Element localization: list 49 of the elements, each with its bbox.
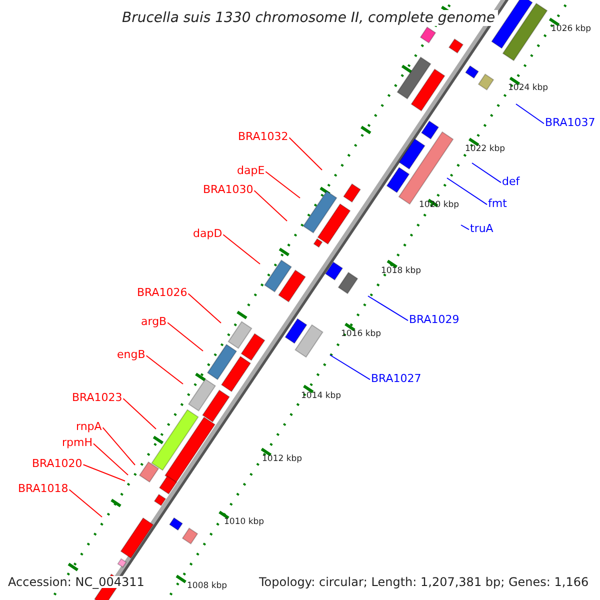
map-title: Brucella suis 1330 chromosome II, complete genome	[119, 10, 498, 26]
gene-label: truA	[470, 223, 494, 234]
scale-label: 1010 kbp	[224, 518, 264, 526]
leader-line	[167, 322, 204, 352]
scale-label: 1016 kbp	[341, 330, 382, 338]
gene-label: argB	[141, 316, 167, 327]
leader-line	[222, 234, 260, 264]
info-text: Topology: circular; Length: 1,207,381 bp; Genes: 1,166	[259, 576, 589, 588]
gene-label: BRA1026	[137, 287, 188, 298]
leader-line	[472, 162, 502, 184]
gene-label: BRA1032	[238, 131, 288, 142]
leader-line	[446, 178, 488, 206]
leader-line	[288, 137, 322, 170]
scale-label: 1024 kbp	[508, 84, 548, 92]
leader-line	[93, 443, 128, 476]
gene-label: dapD	[193, 228, 222, 239]
leader-line	[368, 296, 408, 322]
scale-label: 1008 kbp	[187, 582, 228, 590]
gene-label: dapE	[237, 165, 265, 176]
gene-label: BRA1029	[409, 314, 460, 325]
gene-label: BRA1027	[371, 373, 422, 384]
gene-label: BRA1018	[18, 483, 68, 494]
scale-label: 1026 kbp	[551, 25, 592, 34]
gene-label: rnpA	[76, 421, 102, 432]
leader-line	[330, 354, 370, 380]
gene-label: BRA1030	[203, 184, 254, 195]
leader-line	[460, 224, 470, 230]
scale-label: 1012 kbp	[262, 455, 302, 464]
gene-label: BRA1023	[72, 392, 122, 403]
leader-line	[82, 464, 126, 482]
leader-line	[188, 293, 222, 324]
gene-label: BRA1020	[32, 458, 82, 469]
leader-line	[122, 398, 156, 430]
scale-label: 1020 kbp	[419, 201, 460, 210]
scale-label: 1022 kbp	[465, 145, 506, 154]
leader-line	[265, 171, 300, 198]
leader-line	[146, 355, 184, 384]
leader-line	[254, 190, 288, 222]
info-text: Accession: NC_004311	[8, 576, 144, 588]
gene-label: BRA1037	[545, 117, 596, 128]
leader-line	[102, 427, 136, 466]
gene-label: def	[502, 176, 520, 187]
leader-line	[68, 489, 102, 518]
scale-label: 1018 kbp	[381, 267, 422, 276]
scale-label: 1014 kbp	[301, 392, 342, 400]
gene-label: fmt	[488, 198, 507, 209]
gene-label: engB	[117, 349, 146, 360]
leader-line	[516, 104, 544, 124]
gene-label: rpmH	[62, 437, 92, 448]
